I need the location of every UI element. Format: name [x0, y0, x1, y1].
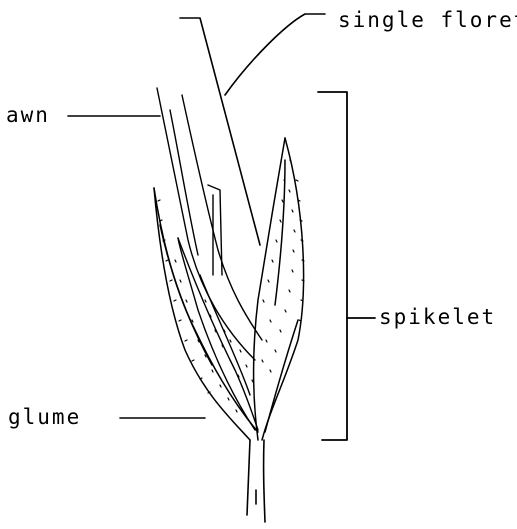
- single-floret-label: single floret: [338, 10, 517, 31]
- right-glume: [254, 138, 304, 440]
- glume-label: glume: [8, 407, 81, 428]
- floret-pointer: [180, 14, 325, 245]
- spikelet-bracket: [318, 92, 375, 440]
- inner-left-floret: [178, 238, 258, 430]
- awn-label: awn: [6, 105, 50, 126]
- single-floret: [157, 88, 262, 360]
- spikelet-label: spikelet: [379, 307, 496, 328]
- left-glume: [154, 188, 258, 440]
- stem: [247, 440, 265, 522]
